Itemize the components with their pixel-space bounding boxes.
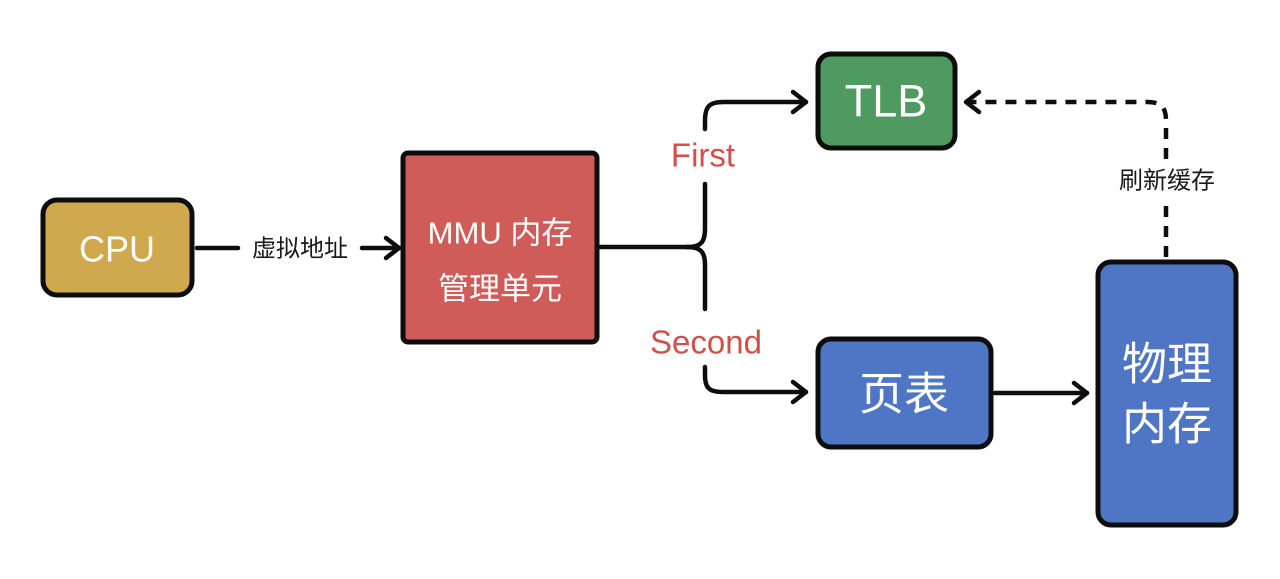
edge-refresh-cache-to-tlb-arrow: [963, 89, 1169, 159]
edge-branch-down: [684, 244, 708, 312]
edge-first-to-tlb-arrow: [702, 89, 809, 132]
physical-memory-label-line2: 内存: [1122, 399, 1212, 450]
physical-memory-label-line1: 物理: [1122, 339, 1212, 390]
page-table-label: 页表: [859, 369, 949, 420]
tlb-label: TLB: [845, 76, 928, 127]
second-branch-label: Second: [650, 324, 762, 361]
tlb-node: [815, 51, 958, 151]
cpu-node: [40, 197, 195, 298]
mmu-label-line2: 管理单元: [438, 272, 562, 307]
cpu-label: CPU: [79, 229, 155, 270]
virtual-address-label: 虚拟地址: [252, 236, 348, 263]
page-table-node: [815, 336, 994, 450]
edge-branch-up: [684, 181, 708, 250]
mmu-label-line1: MMU 内存: [428, 216, 573, 251]
physical-memory-node: [1095, 259, 1239, 528]
edge-second-to-page-table-arrow: [702, 364, 809, 405]
first-branch-label: First: [671, 137, 735, 174]
mmu-node: [400, 150, 600, 345]
refresh-cache-label: 刷新缓存: [1119, 168, 1215, 195]
